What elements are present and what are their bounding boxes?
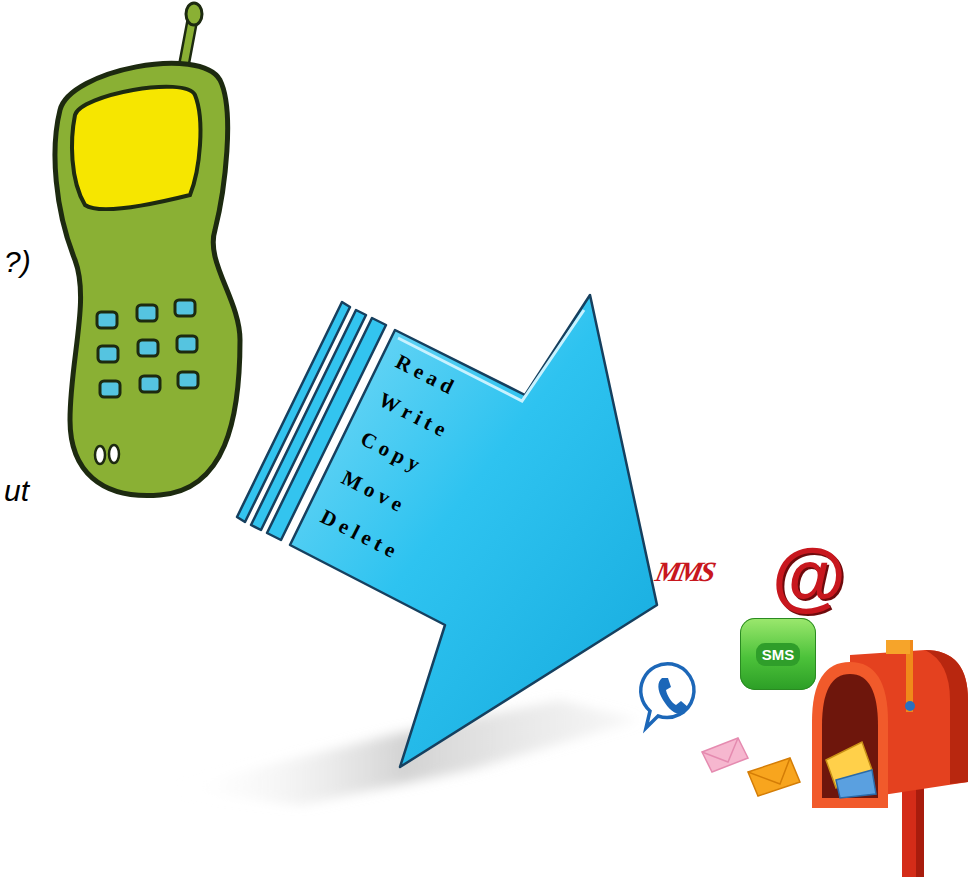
- mms-mark-holder: MMS: [656, 556, 712, 588]
- action-arrow: ReadWriteCopyMoveDelete: [230, 288, 662, 772]
- call-icon: [641, 664, 694, 728]
- cut-text-holder: ut: [4, 474, 29, 508]
- cut-text: ut: [4, 474, 29, 508]
- mms-mark: MMS: [653, 556, 716, 588]
- arrow-shape: [230, 288, 662, 772]
- icon-text: SMS: [756, 643, 801, 666]
- at-symbol-holder: @: [772, 532, 846, 619]
- at-symbol: @: [772, 532, 846, 619]
- envelopes: [702, 738, 800, 796]
- cut-text: ?): [4, 245, 31, 279]
- cut-text-holder: ?): [4, 245, 31, 279]
- cell-phone: [55, 3, 240, 496]
- sms-icon: SMS: [740, 618, 816, 690]
- mailbox: [812, 640, 968, 877]
